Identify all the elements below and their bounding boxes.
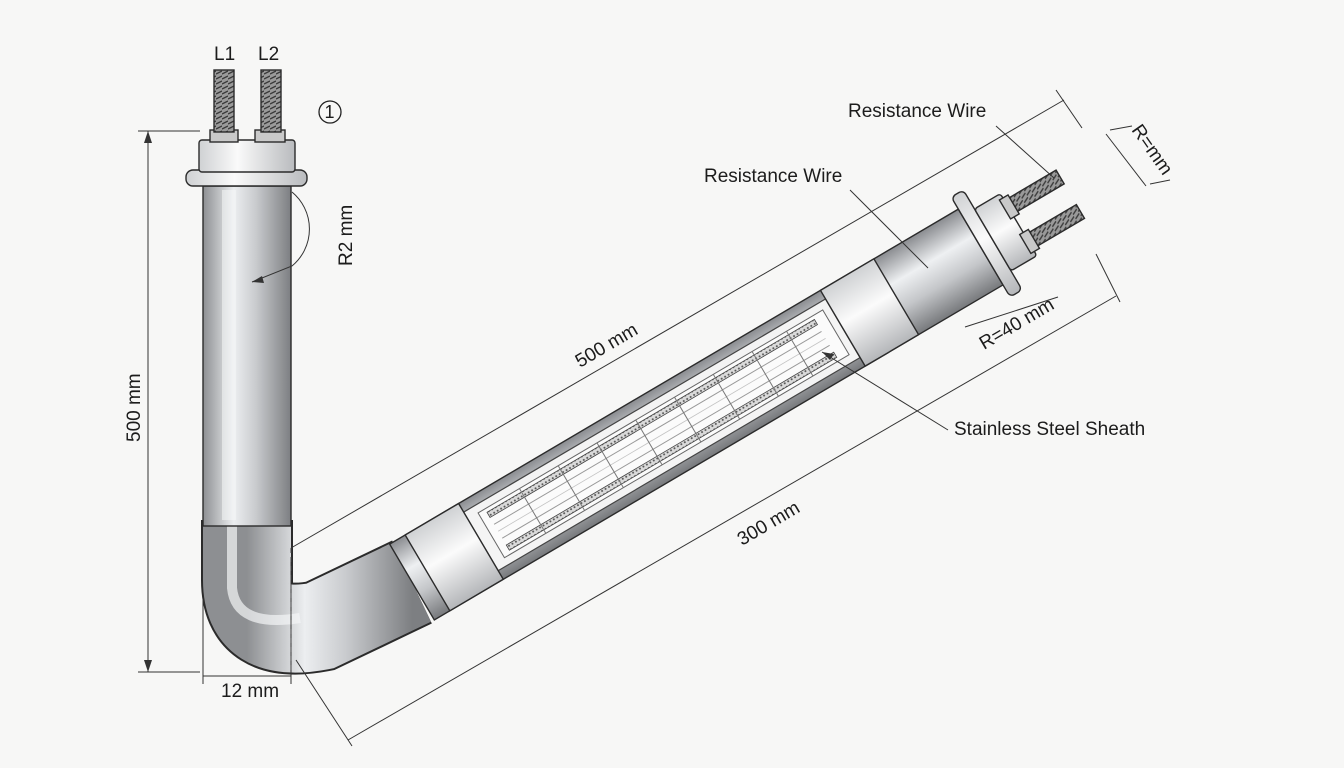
- terminal-stud-right: [260, 69, 282, 133]
- top-terminal-head: L1 L2 1: [185, 44, 342, 187]
- circled-symbol: [318, 100, 342, 124]
- dim-vertical-length: 500 mm: [124, 373, 145, 442]
- dim-end-radius: R=40 mm: [976, 294, 1058, 354]
- callout-resistance-wire-mid: Resistance Wire: [704, 166, 842, 187]
- circled-symbol-text: 1: [325, 102, 335, 122]
- top-cap: [198, 139, 296, 173]
- resistance-coil-bottom: [505, 351, 838, 551]
- callout-sheath: Stainless Steel Sheath: [954, 419, 1145, 440]
- end-cap: [974, 194, 1037, 271]
- insulator-sleeve-upper: [819, 257, 920, 368]
- cutaway-window: [462, 298, 861, 572]
- resistance-coil-top: [486, 318, 819, 519]
- insulator-sleeve-lower: [404, 502, 505, 612]
- terminal-label-l2: L2: [258, 44, 279, 65]
- dim-tube-diameter: 12 mm: [221, 681, 279, 702]
- tube-vertical-body: [202, 185, 292, 527]
- vertical-tube: [201, 185, 432, 675]
- dim-diagonal-overall: 500 mm: [572, 319, 642, 372]
- dim-diagonal-body: 300 mm: [734, 497, 804, 550]
- callouts: Resistance Wire Resistance Wire Stainles…: [704, 101, 1145, 440]
- callout-resistance-wire-top: Resistance Wire: [848, 101, 986, 122]
- terminal-stud-left: [213, 69, 235, 133]
- terminal-label-l1: L1: [214, 44, 235, 65]
- diagonal-tube: [388, 169, 1086, 621]
- dim-bend-radius: R2 mm: [336, 205, 357, 266]
